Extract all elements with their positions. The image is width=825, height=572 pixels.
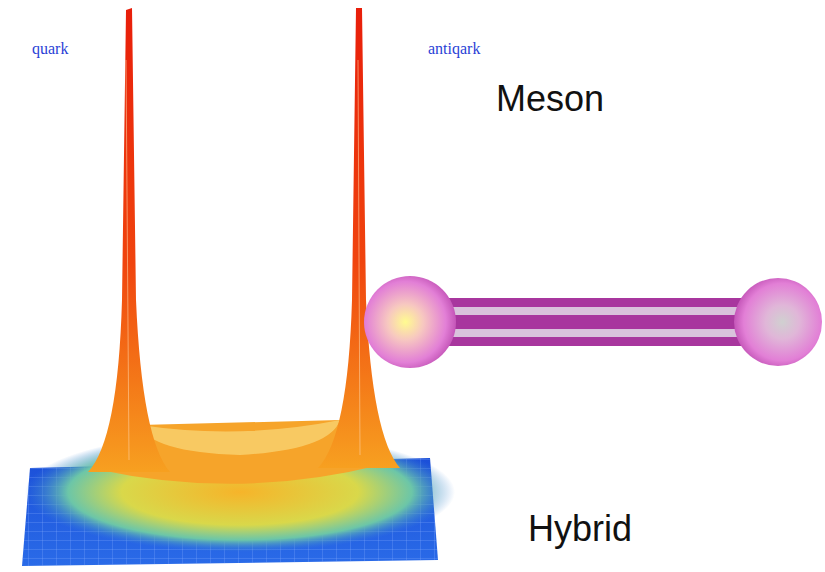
flux-sheet-light: [140, 420, 340, 455]
peak-highlight: [126, 60, 129, 460]
hybrid-label: Hybrid: [528, 508, 632, 549]
meson-string: [405, 298, 783, 346]
quark-label: quark: [32, 40, 68, 58]
antiquark-sphere: [734, 278, 822, 366]
quark-peak: [88, 8, 170, 472]
meson-label: Meson: [496, 78, 604, 119]
peak-highlight: [358, 60, 360, 455]
quark-sphere: [364, 276, 456, 368]
antiquark-peak: [318, 8, 400, 468]
antiquark-label: antiqark: [428, 40, 480, 58]
